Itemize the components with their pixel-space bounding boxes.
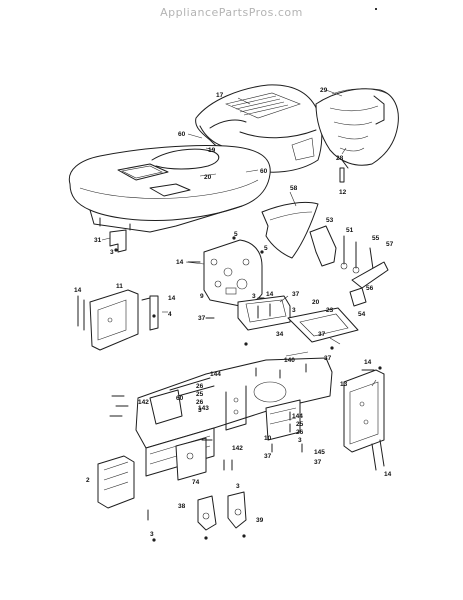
callout-9: 9 — [200, 293, 204, 300]
callout-25: 25 — [296, 421, 304, 428]
callout-34: 34 — [276, 331, 284, 338]
callout-60: 60 — [176, 395, 184, 402]
callout-20: 20 — [312, 299, 320, 306]
part-31 — [109, 229, 127, 253]
callout-37: 37 — [292, 291, 300, 298]
hardware — [109, 236, 382, 542]
callout-11: 11 — [116, 283, 123, 290]
callout-14: 14 — [74, 287, 82, 294]
callout-5: 5 — [234, 231, 238, 238]
callout-60: 60 — [178, 131, 186, 138]
dash-panel — [203, 239, 263, 307]
fender-pan — [68, 144, 271, 233]
callout-56: 56 — [366, 285, 374, 292]
callout-53: 53 — [326, 217, 334, 224]
callout-14: 14 — [384, 471, 392, 478]
callout-17: 17 — [216, 92, 224, 99]
callout-14: 14 — [266, 291, 274, 298]
callout-labels: 17 29 60 19 28 20 60 12 31 3 58 5 5 53 5… — [74, 87, 394, 538]
lower-plate — [97, 455, 135, 509]
callout-3: 3 — [252, 293, 256, 300]
center-mount — [237, 295, 291, 331]
callout-60: 60 — [260, 168, 268, 175]
callout-145: 145 — [314, 449, 325, 456]
callout-20: 20 — [204, 174, 212, 181]
callout-144: 144 — [210, 371, 221, 378]
callout-3: 3 — [150, 531, 154, 538]
steering-shroud — [261, 201, 319, 259]
callout-37: 37 — [198, 315, 206, 322]
callout-31: 31 — [94, 237, 102, 244]
callout-3: 3 — [292, 307, 296, 314]
callout-23: 23 — [326, 307, 334, 314]
callout-142: 142 — [232, 445, 243, 452]
callout-14: 14 — [176, 259, 184, 266]
callout-58: 58 — [290, 185, 298, 192]
callout-37: 37 — [314, 459, 322, 466]
callout-26: 26 — [196, 399, 204, 406]
callout-3: 3 — [298, 437, 302, 444]
callout-74: 74 — [192, 479, 200, 486]
part-53 — [309, 225, 337, 267]
callout-3: 3 — [110, 249, 114, 256]
callout-38: 38 — [178, 503, 186, 510]
callout-39: 39 — [256, 517, 264, 524]
callout-12: 12 — [339, 189, 347, 196]
callout-5: 5 — [264, 245, 268, 252]
callout-37: 37 — [324, 355, 332, 362]
callout-28: 28 — [336, 155, 344, 162]
watermark: AppliancePartsPros.com — [160, 6, 303, 19]
callout-144: 144 — [292, 413, 303, 420]
left-panel — [77, 289, 139, 351]
corner-mark — [375, 8, 377, 10]
callout-26: 26 — [196, 383, 204, 390]
callout-14: 14 — [168, 295, 176, 302]
callout-2: 2 — [86, 477, 90, 484]
callout-51: 51 — [346, 227, 354, 234]
callout-25: 25 — [196, 391, 204, 398]
front-grille — [315, 88, 399, 169]
callout-3: 3 — [198, 407, 202, 414]
callout-54: 54 — [358, 311, 366, 318]
part-4-bracket — [149, 295, 159, 331]
callout-29: 29 — [320, 87, 328, 94]
leader-lines — [101, 89, 377, 387]
callout-10: 10 — [264, 435, 272, 442]
callout-4: 4 — [168, 311, 172, 318]
callout-14: 14 — [364, 359, 372, 366]
callout-19: 19 — [208, 147, 216, 154]
callout-37: 37 — [318, 331, 326, 338]
axle-bracket — [149, 389, 207, 481]
callout-3: 3 — [236, 483, 240, 490]
right-panel — [343, 369, 385, 471]
callout-37: 37 — [264, 453, 272, 460]
callout-13: 13 — [340, 381, 348, 388]
part-12 — [339, 167, 345, 183]
pedal-linkage — [340, 235, 389, 307]
callout-26: 26 — [296, 429, 304, 436]
callout-142: 142 — [138, 399, 149, 406]
callout-57: 57 — [386, 241, 394, 248]
cross-plate — [287, 307, 359, 343]
callout-55: 55 — [372, 235, 380, 242]
callout-143: 143 — [198, 405, 209, 412]
rear-hitch — [197, 491, 247, 531]
callout-140: 140 — [284, 357, 295, 364]
